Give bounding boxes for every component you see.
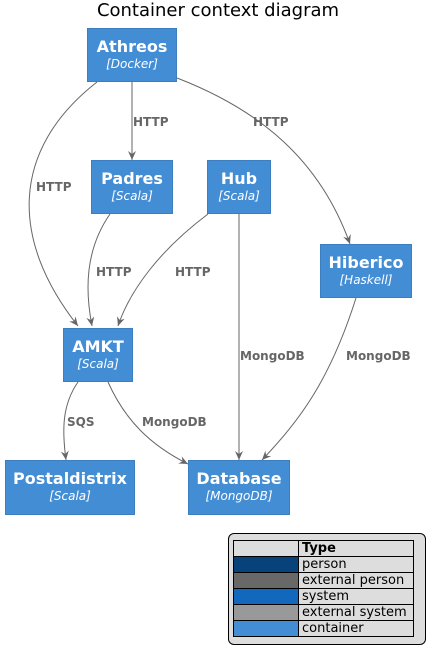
diagram-title: Container context diagram — [96, 0, 340, 21]
node-padres-name: Padres — [101, 169, 163, 188]
node-amkt[interactable]: AMKT [Scala] — [63, 328, 133, 382]
node-postaldistrix[interactable]: Postaldistrix [Scala] — [5, 460, 135, 515]
legend-swatch-container — [233, 620, 299, 637]
edge-label-amkt-postaldistrix: SQS — [67, 415, 95, 429]
legend-label-external-person: external person — [298, 572, 414, 589]
node-hub-name: Hub — [220, 169, 258, 188]
node-database-name: Database — [196, 469, 282, 488]
legend-swatch-external-system — [233, 604, 299, 621]
node-database[interactable]: Database [MongoDB] — [188, 460, 290, 515]
edge-label-hiberico-database: MongoDB — [346, 349, 411, 363]
edge-label-athreos-hiberico: HTTP — [253, 115, 289, 129]
edge-hub-amkt — [117, 213, 209, 327]
node-postaldistrix-tech: [Scala] — [49, 489, 91, 503]
legend-label-system: system — [298, 588, 414, 605]
node-postaldistrix-name: Postaldistrix — [13, 469, 127, 488]
edge-label-athreos-padres: HTTP — [133, 115, 169, 129]
node-hub[interactable]: Hub [Scala] — [207, 160, 271, 214]
legend-label-external-system: external system — [298, 604, 414, 621]
edge-amkt-postaldistrix — [60, 381, 79, 461]
legend-swatch-external-person — [233, 572, 299, 589]
node-database-tech: [MongoDB] — [205, 489, 273, 503]
node-amkt-name: AMKT — [72, 337, 124, 356]
node-athreos[interactable]: Athreos [Docker] — [87, 28, 177, 82]
edge-hiberico-database — [261, 297, 357, 461]
node-hiberico-name: Hiberico — [328, 253, 404, 272]
node-padres-tech: [Scala] — [111, 189, 153, 203]
edge-padres-amkt — [86, 213, 111, 327]
node-padres[interactable]: Padres [Scala] — [91, 160, 173, 214]
legend-label-container: container — [298, 620, 414, 637]
edge-label-hub-amkt: HTTP — [175, 265, 211, 279]
legend: Type person external person system exter… — [228, 533, 426, 645]
edge-label-athreos-amkt: HTTP — [36, 180, 72, 194]
edge-label-hub-database: MongoDB — [240, 349, 305, 363]
edge-label-amkt-database: MongoDB — [142, 415, 207, 429]
legend-table: Type person external person system exter… — [233, 540, 414, 637]
legend-swatch-system — [233, 588, 299, 605]
node-athreos-name: Athreos — [96, 37, 168, 56]
legend-header-swatch — [233, 540, 299, 557]
legend-swatch-person — [233, 556, 299, 573]
legend-label-person: person — [298, 556, 414, 573]
legend-header: Type — [298, 540, 414, 557]
edge-athreos-amkt — [28, 81, 98, 327]
node-hiberico-tech: [Haskell] — [339, 273, 393, 287]
node-amkt-tech: [Scala] — [77, 357, 119, 371]
node-hiberico[interactable]: Hiberico [Haskell] — [320, 244, 412, 298]
node-hub-tech: [Scala] — [218, 189, 260, 203]
edge-amkt-database — [107, 381, 189, 465]
edge-athreos-hiberico — [176, 77, 351, 245]
node-athreos-tech: [Docker] — [106, 57, 158, 71]
edge-label-padres-amkt: HTTP — [96, 265, 132, 279]
